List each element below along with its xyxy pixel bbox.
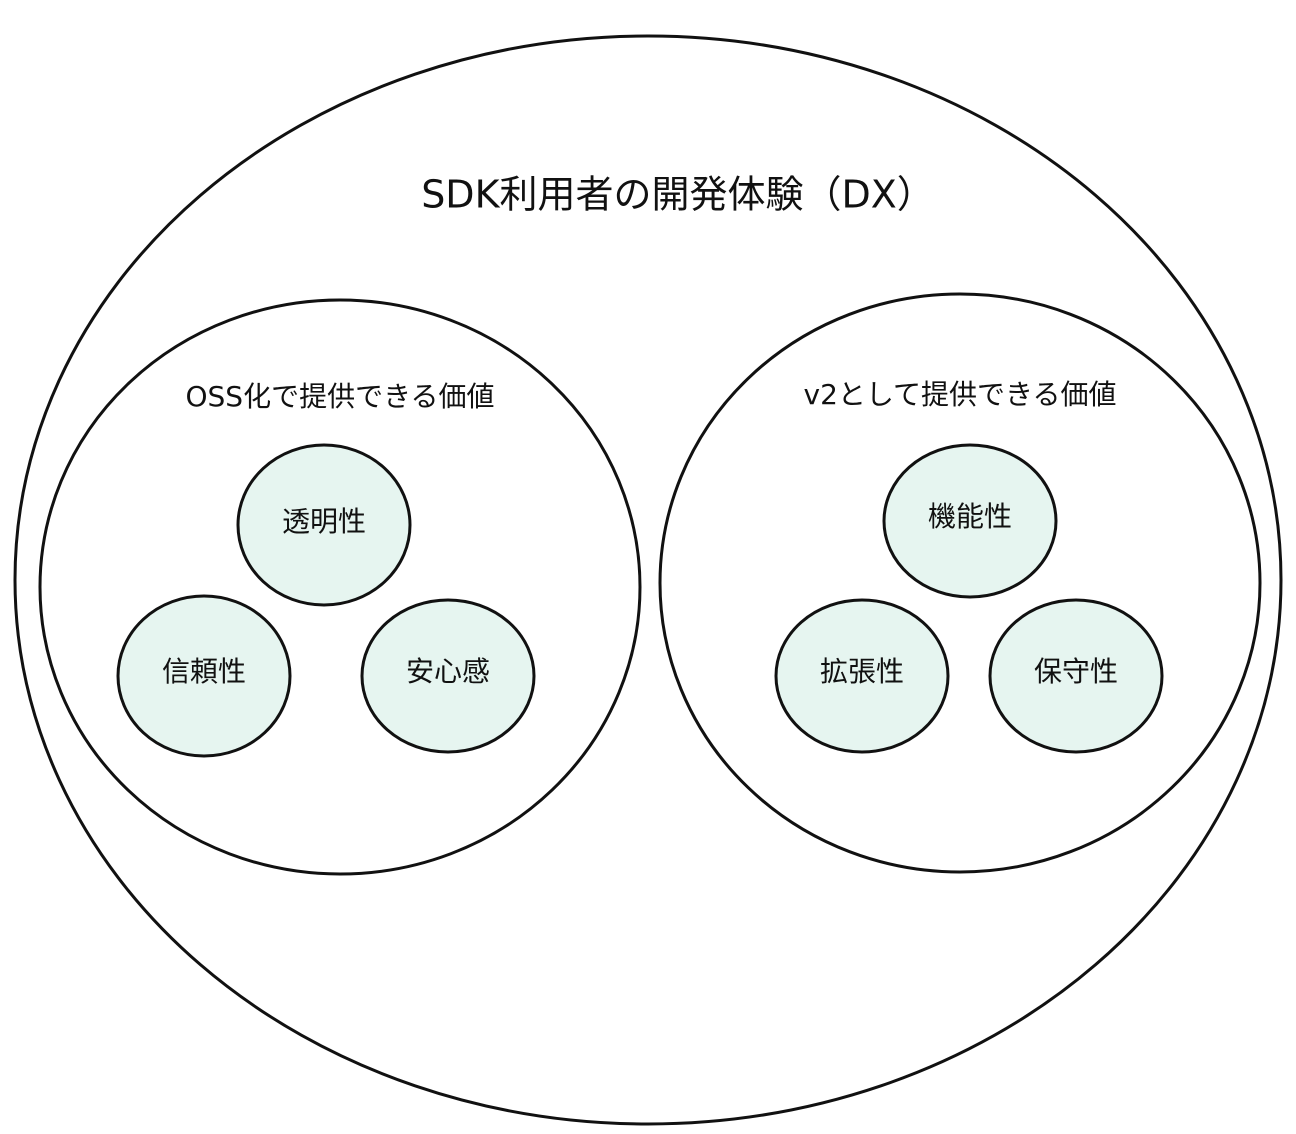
node-extensibility-label: 拡張性 [820, 655, 904, 688]
group-v2-label: v2として提供できる価値 [804, 378, 1117, 411]
node-extensibility [774, 598, 950, 754]
group-oss-ellipse [38, 298, 642, 876]
node-maintainability [988, 598, 1164, 754]
node-reliability-label: 信頼性 [162, 655, 246, 688]
outer-ellipse [13, 34, 1283, 1126]
node-transparency [236, 443, 412, 607]
group-oss-label: OSS化で提供できる価値 [185, 380, 494, 413]
diagram-title: SDK利用者の開発体験（DX） [421, 173, 935, 217]
node-functionality-label: 機能性 [928, 500, 1012, 533]
node-peace-of-mind-label: 安心感 [406, 655, 490, 688]
node-functionality [882, 443, 1058, 599]
node-reliability [116, 594, 292, 758]
node-transparency-label: 透明性 [282, 505, 366, 538]
node-maintainability-label: 保守性 [1034, 655, 1118, 688]
node-peace-of-mind [360, 598, 536, 754]
group-v2-ellipse [658, 292, 1262, 874]
